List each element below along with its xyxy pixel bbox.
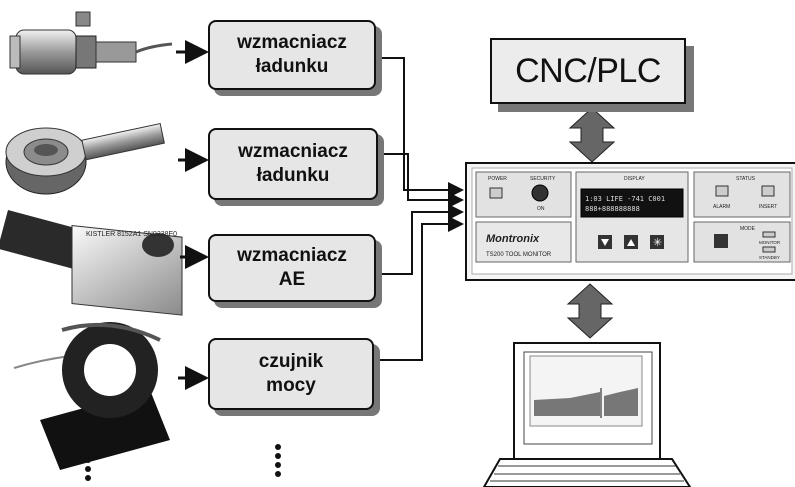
on-label: ON [537,206,545,212]
power-sensor-box: czujnik mocy [208,338,374,410]
security-key-switch[interactable] [531,184,549,202]
tool-monitor-device: POWER SECURITY ON Montronix TS200 TOOL M… [465,162,795,281]
amp-1-line-1: wzmacniacz [237,32,347,53]
status-label: STATUS [736,176,756,182]
continuation-dots-right [275,444,281,477]
insert-label: INSERT [759,204,777,210]
monitor-indicator [762,231,776,238]
pc-keyboard [482,458,692,487]
amp-3-line-2: AE [278,269,306,290]
sensor-1-image [9,11,173,75]
standby-indicator [762,246,776,253]
model-label: TS200 TOOL MONITOR [486,252,552,258]
amp-3-line-1: wzmacniacz [237,245,347,266]
display-line-1: 1:03 LIFE -741 C001 [585,195,665,203]
asterisk-icon: ✳ [653,236,662,249]
ae-amplifier-box: wzmacniacz AE [208,234,376,302]
sensor-2-image [5,122,165,195]
reset-button[interactable] [650,235,664,249]
up-arrow-icon [627,239,635,246]
sensor-4-image [13,322,170,470]
display-label: DISPLAY [624,176,645,182]
sensor-to-amp-arrows [176,40,209,390]
pc-computer [482,342,692,487]
monitor-mode-label: MONITOR [759,240,781,245]
sensor-3-image: KISTLER 8152A1 SN0238E0 [0,210,183,316]
amp-4-line-2: mocy [266,375,316,396]
alarm-label: ALARM [713,204,730,210]
alarm-indicator [715,185,729,197]
cnc-monitor-double-arrow [568,107,616,163]
cnc-plc-label: CNC/PLC [515,51,661,90]
mode-button[interactable] [714,234,728,248]
charge-amplifier-1-box: wzmacniacz ładunku [208,20,376,90]
insert-indicator [761,185,775,197]
power-button[interactable] [489,187,503,199]
display-line-2: 888+888888888 [585,205,640,213]
security-label: SECURITY [530,176,556,182]
amp-2-line-1: wzmacniacz [238,141,348,162]
brand-logo: Montronix [486,233,540,245]
amp-1-line-2: ładunku [255,56,329,77]
cnc-plc-box: CNC/PLC [490,38,686,104]
amp-4-line-1: czujnik [258,351,324,372]
continuation-dots-left [85,448,91,481]
amp-to-monitor-lines [372,57,464,361]
down-arrow-icon [601,239,609,246]
standby-label: STANDBY [759,255,780,260]
amp-2-line-2: ładunku [256,165,330,186]
charge-amplifier-2-box: wzmacniacz ładunku [208,128,378,200]
power-label: POWER [488,176,507,182]
monitor-pc-double-arrow [566,283,614,339]
mode-label: MODE [740,226,756,232]
sensor-3-engraving: KISTLER 8152A1 SN0238E0 [86,231,177,238]
